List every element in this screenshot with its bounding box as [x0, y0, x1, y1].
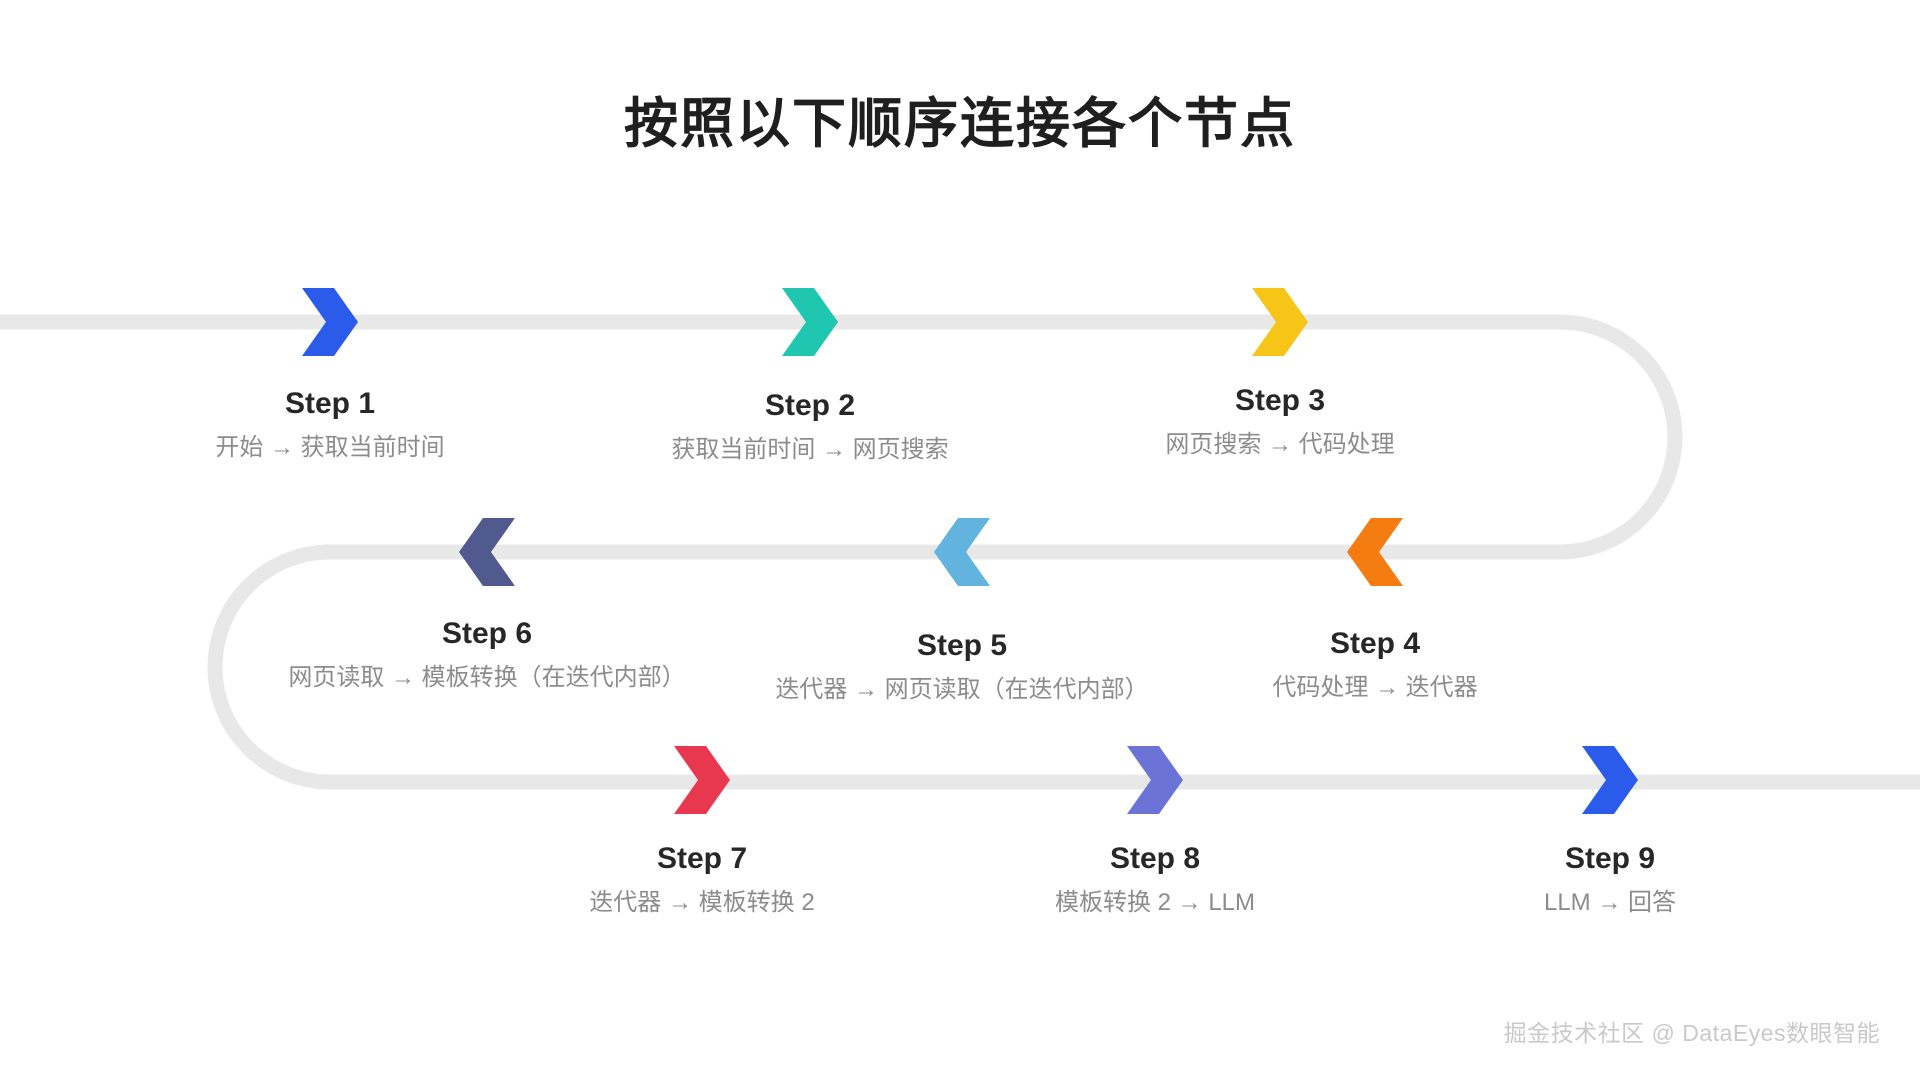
step-label-9: Step 9 LLM → 回答 [1350, 840, 1870, 918]
step-label-6: Step 6 网页读取 → 模板转换（在迭代内部） [227, 615, 747, 693]
chevron-right-icon [1123, 744, 1187, 816]
step-description-3: 网页搜索 → 代码处理 [1165, 430, 1395, 458]
step-number-4: Step 4 [1329, 627, 1421, 660]
chevron-right-icon [298, 286, 362, 358]
step-label-2: Step 2 获取当前时间 → 网页搜索 [550, 387, 1070, 465]
chevron-right-icon [1578, 744, 1642, 816]
chevron-right-icon [1248, 286, 1312, 358]
step-label-4: Step 4 代码处理 → 迭代器 [1115, 625, 1635, 703]
step-number-1: Step 1 [284, 387, 376, 420]
step-number-6: Step 6 [441, 617, 533, 650]
step-description-7: 迭代器 → 模板转换 2 [589, 888, 815, 916]
chevron-left-icon [455, 516, 519, 588]
step-description-8: 模板转换 2 → LLM [1054, 888, 1256, 916]
step-number-5: Step 5 [916, 629, 1008, 662]
step-description-4: 代码处理 → 迭代器 [1272, 673, 1478, 701]
step-description-1: 开始 → 获取当前时间 [215, 433, 445, 461]
step-number-7: Step 7 [656, 842, 748, 875]
step-number-3: Step 3 [1234, 384, 1326, 417]
step-number-2: Step 2 [764, 389, 856, 422]
step-label-5: Step 5 迭代器 → 网页读取（在迭代内部） [702, 627, 1222, 705]
step-label-1: Step 1 开始 → 获取当前时间 [70, 385, 590, 463]
chevron-left-icon [930, 516, 994, 588]
chevron-left-icon [1343, 516, 1407, 588]
step-number-9: Step 9 [1564, 842, 1656, 875]
track-segment-row2-to-row3 [207, 544, 1920, 790]
step-description-6: 网页读取 → 模板转换（在迭代内部） [288, 663, 686, 691]
step-number-8: Step 8 [1109, 842, 1201, 875]
page-title: 按照以下顺序连接各个节点 [624, 94, 1296, 154]
step-description-2: 获取当前时间 → 网页搜索 [671, 435, 949, 463]
step-description-9: LLM → 回答 [1543, 888, 1677, 916]
chevron-right-icon [778, 286, 842, 358]
step-label-3: Step 3 网页搜索 → 代码处理 [1020, 382, 1540, 460]
step-label-8: Step 8 模板转换 2 → LLM [895, 840, 1415, 918]
watermark: 掘金技术社区 @ DataEyes数眼智能 [1503, 1020, 1880, 1046]
track-segment-row1 [0, 314, 1683, 560]
chevron-right-icon [670, 744, 734, 816]
step-description-5: 迭代器 → 网页读取（在迭代内部） [775, 675, 1149, 703]
step-label-7: Step 7 迭代器 → 模板转换 2 [442, 840, 962, 918]
